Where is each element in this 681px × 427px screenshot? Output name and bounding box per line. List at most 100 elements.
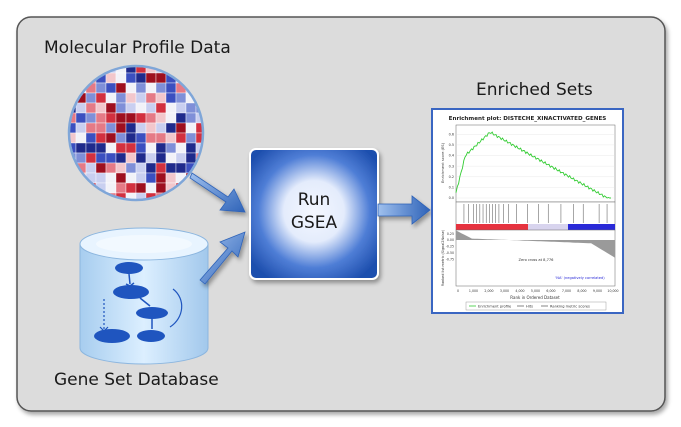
heatmap-cell (115, 142, 127, 154)
heatmap-cell (165, 162, 177, 174)
heatmap-cell (95, 112, 107, 124)
heatmap-cell (125, 122, 137, 134)
heatmap-cell (85, 142, 97, 154)
heatmap-cell (135, 172, 147, 184)
heatmap-cell (165, 132, 177, 144)
heatmap-cell (175, 142, 187, 154)
es-tick-label: 0.0 (449, 196, 454, 200)
heatmap-cell (145, 142, 157, 154)
heatmap-cell (95, 132, 107, 144)
metric-tick-label: 0.00 (447, 238, 454, 242)
heatmap-cell (75, 152, 87, 164)
heatmap-cell (85, 92, 97, 104)
heatmap-cell (135, 162, 147, 174)
heatmap-cell (165, 112, 177, 124)
heatmap-cell (145, 122, 157, 134)
heatmap-cell (145, 172, 157, 184)
heatmap-cell (175, 122, 187, 134)
heatmap-cell (105, 182, 117, 194)
heatmap-cell (145, 132, 157, 144)
x-tick-label: 1,000 (469, 289, 478, 293)
heatmap-cell (85, 112, 97, 124)
es-tick-label: 0.4 (449, 154, 454, 158)
heatmap-cell (115, 72, 127, 84)
gene-set-database-label: Gene Set Database (54, 370, 219, 390)
heatmap-cell (185, 102, 197, 114)
legend-ranking: Ranking metric scores (550, 305, 590, 309)
heatmap-cell (165, 92, 177, 104)
heatmap-cell (95, 142, 107, 154)
heatmap-cell (75, 132, 87, 144)
heatmap-cell (135, 112, 147, 124)
x-axis-label: Rank in Ordered Dataset (510, 295, 560, 300)
heatmap-cell (165, 142, 177, 154)
heatmap-cell (125, 112, 137, 124)
heatmap-cell (135, 102, 147, 114)
rank-color-bar-positive (456, 224, 528, 230)
heatmap-cell (155, 142, 167, 154)
x-tick-label: 0 (457, 289, 459, 293)
heatmap-cell (165, 172, 177, 184)
heatmap-cell (155, 132, 167, 144)
heatmap-cell (105, 72, 117, 84)
heatmap-cell (175, 112, 187, 124)
heatmap-cell (115, 112, 127, 124)
heatmap-cell (115, 102, 127, 114)
heatmap-cell (75, 122, 87, 134)
heatmap-cell (185, 122, 197, 134)
x-tick-label: 5,000 (531, 289, 540, 293)
run-gsea-label-line2: GSEA (291, 213, 338, 233)
heatmap-cell (155, 152, 167, 164)
zero-cross-label: Zero cross at 8,776 (519, 258, 555, 262)
heatmap-cell (145, 182, 157, 194)
metric-tick-label: -0.25 (446, 245, 454, 249)
heatmap-cell (125, 172, 137, 184)
heatmap-cell (85, 102, 97, 114)
x-tick-label: 6,000 (546, 289, 555, 293)
heatmap-cell (95, 152, 107, 164)
heatmap-cell (165, 152, 177, 164)
es-axis-label: Enrichment score (ES) (441, 142, 445, 183)
heatmap-cell (145, 112, 157, 124)
heatmap-cell (145, 162, 157, 174)
molecular-profile-label: Molecular Profile Data (44, 38, 231, 58)
heatmap-cell (135, 82, 147, 94)
heatmap-cell (115, 122, 127, 134)
heatmap-cell (115, 152, 127, 164)
heatmap-cell (185, 142, 197, 154)
heatmap-cell (135, 132, 147, 144)
heatmap-cell (125, 72, 137, 84)
heatmap-cell (145, 92, 157, 104)
heatmap-cell (155, 102, 167, 114)
rank-color-bar-mid (528, 224, 568, 230)
heatmap-cell (115, 132, 127, 144)
es-tick-label: 0.3 (449, 164, 454, 168)
heatmap-cell (135, 182, 147, 194)
heatmap-cell (85, 132, 97, 144)
heatmap-cell (175, 132, 187, 144)
es-tick-label: 0.2 (449, 175, 454, 179)
heatmap-cell (105, 132, 117, 144)
heatmap-cell (75, 102, 87, 114)
heatmap-cell (135, 72, 147, 84)
heatmap-cell (155, 172, 167, 184)
heatmap-cell (75, 112, 87, 124)
arrow-gsea-to-enriched (377, 195, 431, 225)
heatmap-cell (155, 72, 167, 84)
heatmap-cell (155, 122, 167, 134)
heatmap-cell (95, 162, 107, 174)
heatmap-cell (145, 72, 157, 84)
heatmap-cell (115, 162, 127, 174)
arrow-profile-to-gsea (189, 172, 246, 213)
metric-tick-label: -0.75 (446, 257, 454, 261)
heatmap-cell (125, 102, 137, 114)
heatmap-cell (155, 162, 167, 174)
plot-legend (465, 301, 607, 311)
heatmap-cell (125, 92, 137, 104)
heatmap-cell (105, 82, 117, 94)
heatmap-cell (95, 82, 107, 94)
na-label: 'NA' (negatively correlated) (555, 276, 605, 280)
legend-es: Enrichment profile (478, 305, 512, 309)
heatmap-cell (85, 162, 97, 174)
